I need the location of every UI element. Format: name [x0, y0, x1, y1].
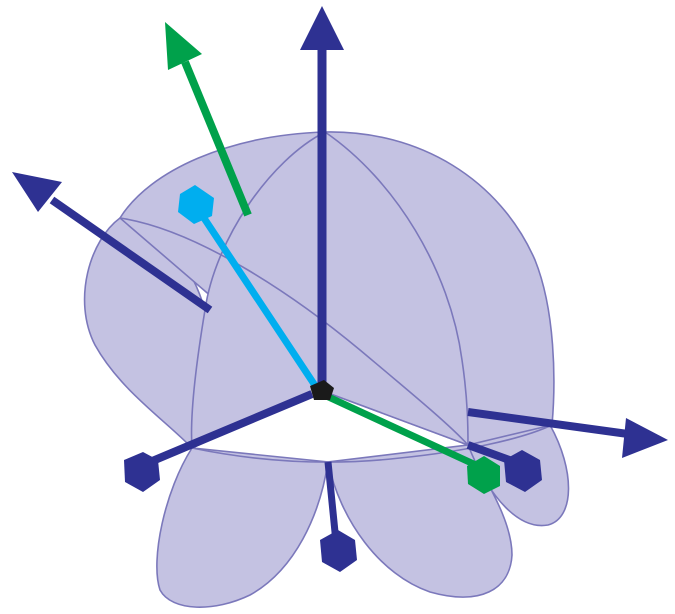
origin-icon — [310, 380, 334, 400]
dome-front-right — [319, 130, 469, 447]
pentagon-marker-icon — [467, 456, 500, 494]
hemisphere-dome — [118, 130, 555, 463]
dome-base-rim — [191, 424, 553, 463]
pentagon-marker-icon — [178, 185, 214, 224]
cyan-rotated-axis — [193, 204, 321, 392]
arrowhead-icon — [165, 22, 202, 70]
arrowhead-icon — [622, 418, 668, 458]
pentagon-marker-icon — [320, 530, 357, 572]
pentagon-marker-icon — [124, 452, 160, 492]
axes-group — [12, 6, 668, 572]
y-axis-right — [467, 408, 629, 438]
tilted-plane-edge — [119, 217, 469, 446]
x-axis-negative — [148, 390, 314, 466]
x-axis-upper-left — [49, 196, 213, 314]
arrowhead-icon — [300, 6, 344, 50]
pentagon-marker-icon — [504, 450, 542, 492]
green-rotated-axis-lower — [320, 390, 480, 470]
vectors-group — [165, 22, 500, 494]
origin-marker — [310, 380, 334, 400]
sector-bottom-left-lobe — [156, 447, 329, 608]
z-axis-negative — [324, 461, 340, 543]
sector-petals — [83, 217, 570, 608]
arrowhead-icon — [12, 172, 62, 212]
green-rotated-axis — [181, 60, 252, 217]
